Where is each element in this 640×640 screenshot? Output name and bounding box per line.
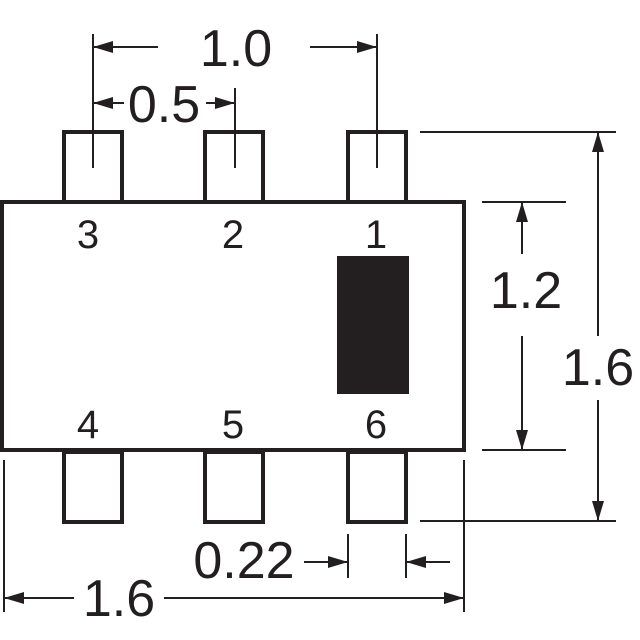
arrowhead — [592, 501, 604, 521]
arrowhead — [444, 592, 464, 604]
arrowhead — [93, 41, 113, 53]
dimension-top-pitch-single: 0.5 — [93, 76, 236, 168]
arrowhead — [93, 97, 113, 109]
arrowhead — [516, 430, 528, 450]
pin-5-lead — [203, 450, 265, 524]
dimension-lead-width: 0.22 — [193, 532, 450, 590]
dimension-label-1-6-height: 1.6 — [562, 339, 634, 397]
pin-1-marker — [337, 256, 409, 394]
pin-label-1: 1 — [365, 213, 387, 257]
arrowhead — [516, 202, 528, 222]
dimension-overall-height: 1.6 — [420, 131, 634, 522]
pin-label-4: 4 — [77, 403, 99, 447]
pin-label-5: 5 — [222, 403, 244, 447]
pin-label-2: 2 — [222, 213, 244, 257]
pin-label-3: 3 — [77, 213, 99, 257]
pin-4-lead — [62, 450, 124, 524]
dimension-label-1-0: 1.0 — [200, 20, 272, 78]
pin-6-lead — [346, 450, 408, 524]
arrowhead — [215, 97, 235, 109]
dimension-label-1-2: 1.2 — [490, 262, 562, 320]
arrowhead — [357, 41, 377, 53]
dimension-top-pitch-total: 1.0 — [92, 20, 378, 168]
dimension-label-1-6-width: 1.6 — [83, 570, 155, 628]
arrowhead — [406, 556, 426, 568]
arrowhead — [592, 132, 604, 152]
dimension-label-0-5: 0.5 — [128, 76, 200, 134]
arrowhead — [328, 556, 348, 568]
dimension-label-0-22: 0.22 — [193, 532, 294, 590]
dimension-body-height: 1.2 — [482, 201, 566, 451]
arrowhead — [4, 592, 24, 604]
dimension-overall-width: 1.6 — [3, 460, 465, 628]
pin-label-6: 6 — [365, 403, 387, 447]
